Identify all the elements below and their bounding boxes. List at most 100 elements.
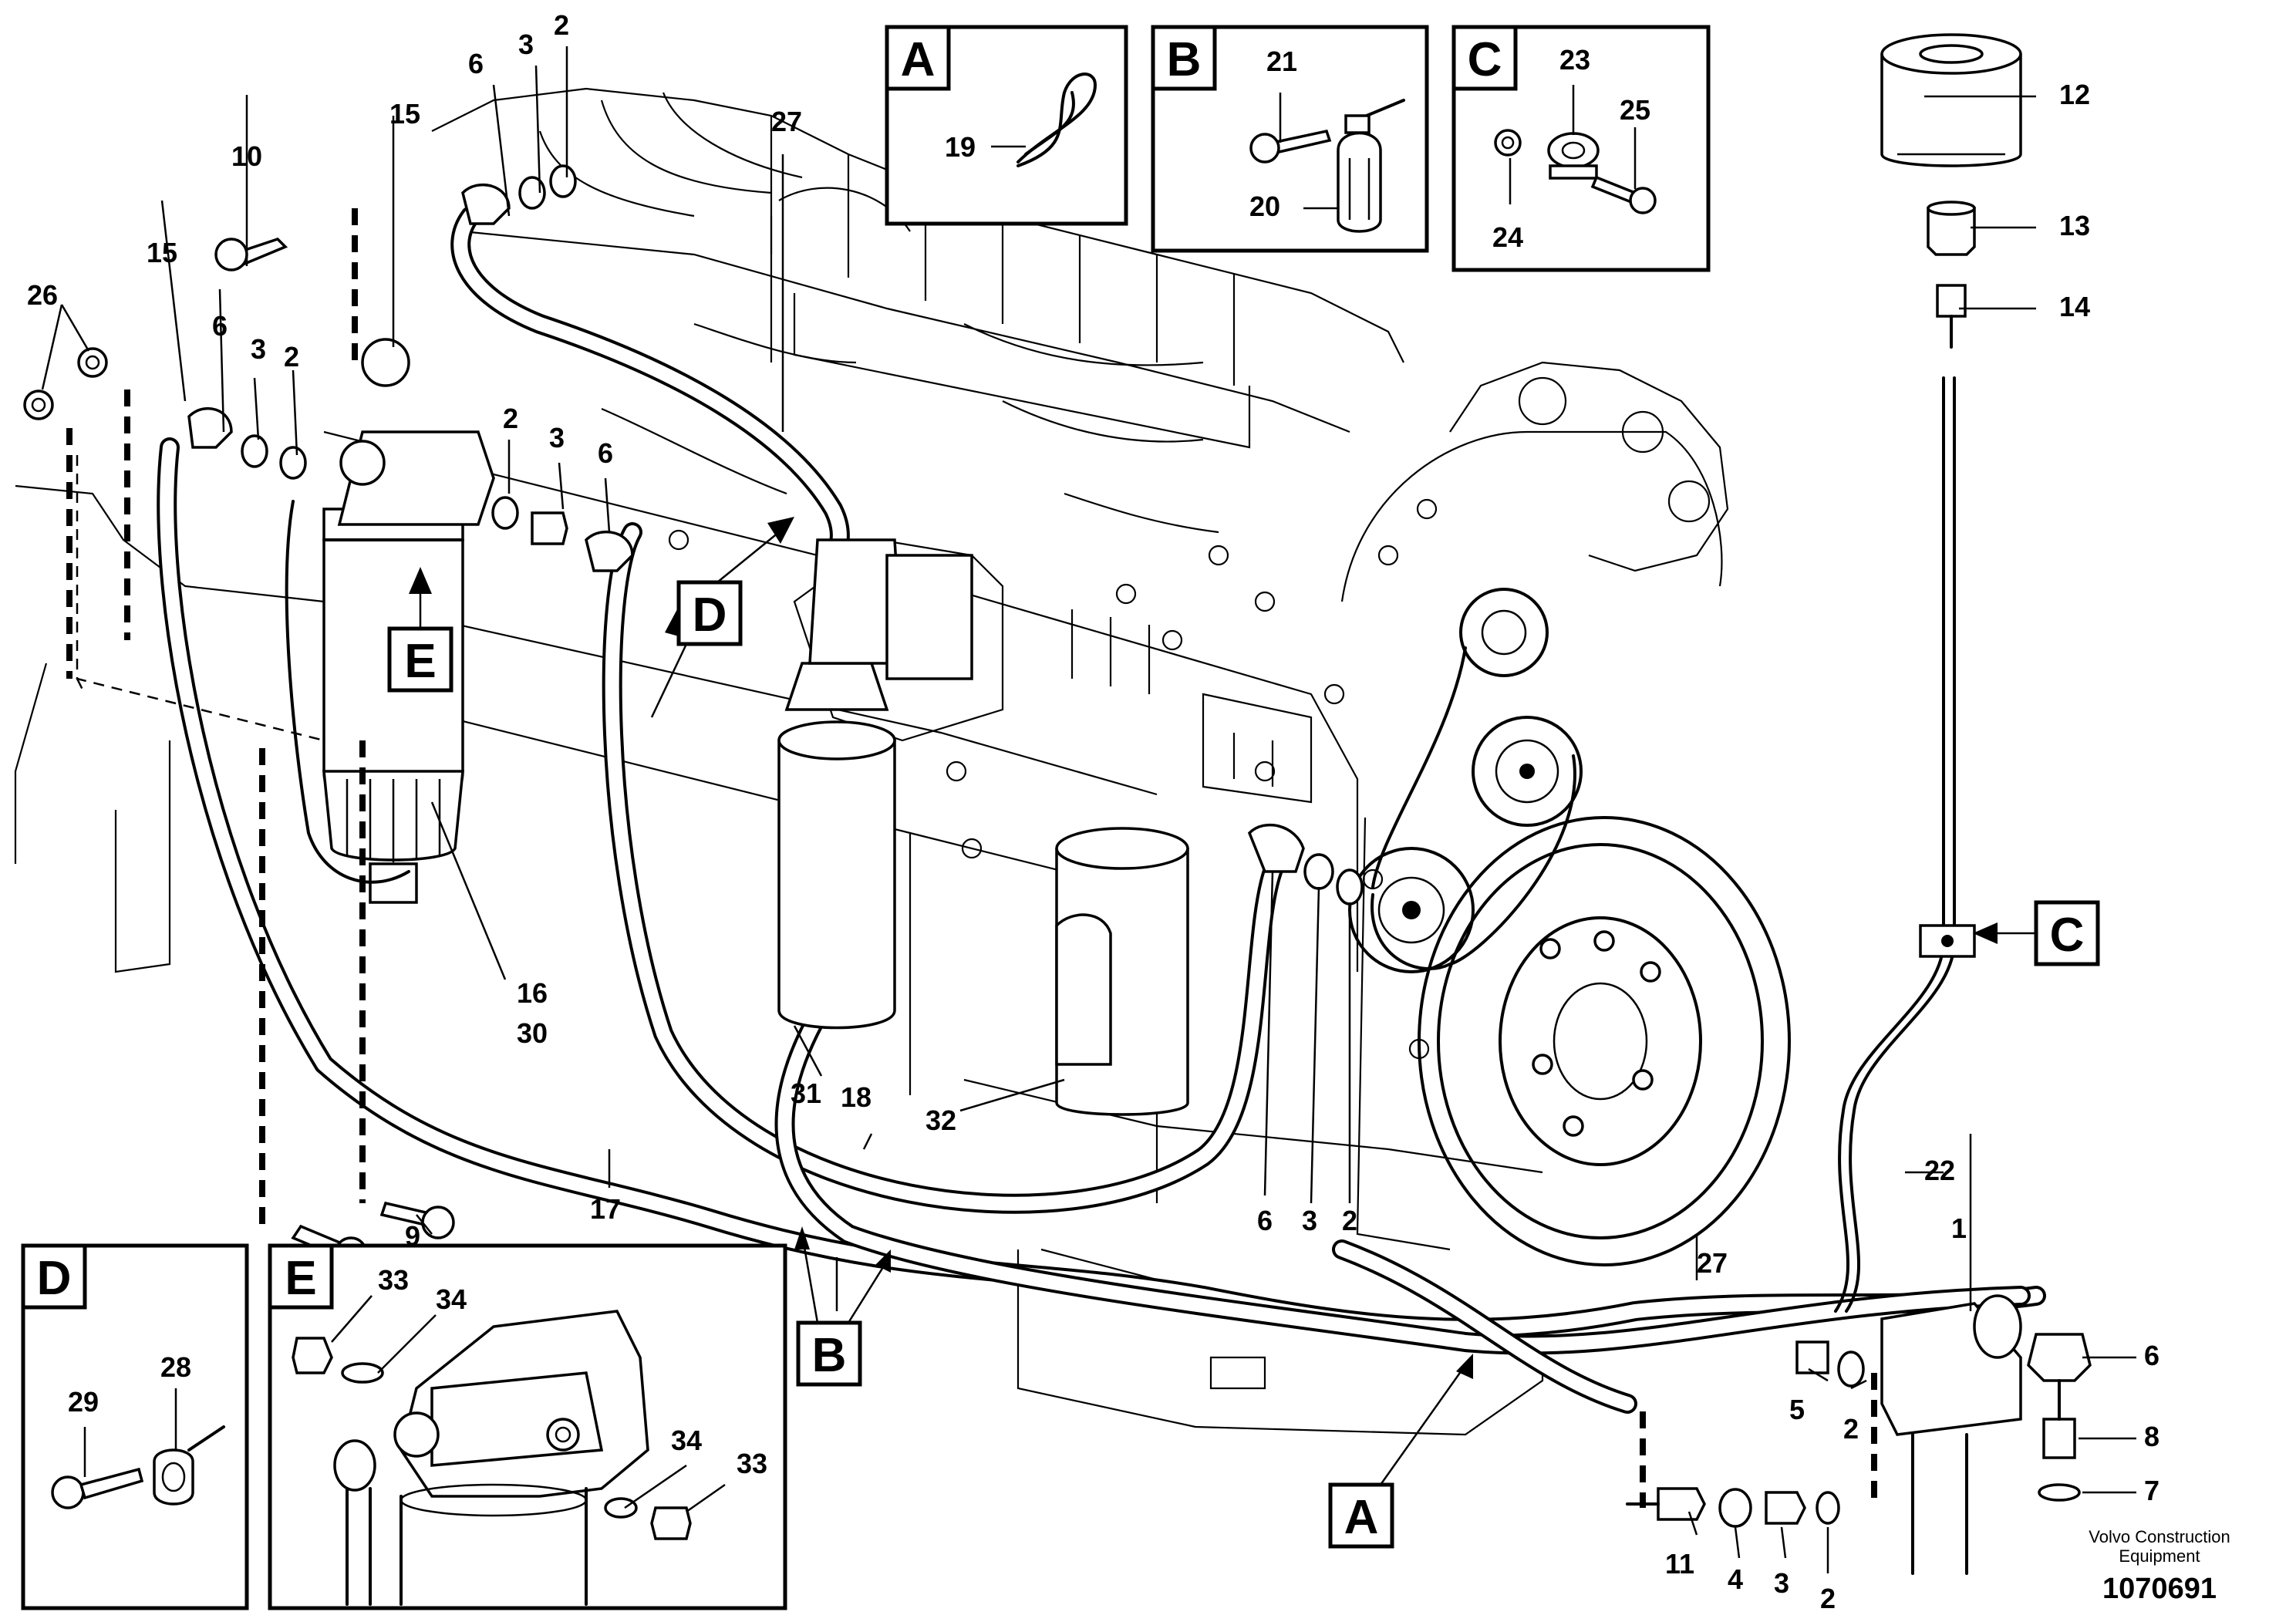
callout-2-bottom: 2 [1820,1583,1836,1614]
nipple-14 [1936,284,1967,349]
callout-11: 11 [1665,1548,1694,1580]
view-label-b: B [812,1329,847,1382]
callout-20: 20 [1249,191,1280,222]
view-pointer-b: B [794,1226,891,1387]
clip-20 [1337,99,1405,233]
detail-view-e: E 33 34 34 33 [268,1243,787,1610]
clip-28 [153,1425,225,1506]
callout-17: 17 [590,1193,621,1225]
callout-27-bottom: 27 [1697,1247,1728,1279]
callout-12: 12 [2059,79,2090,110]
view-label-c: C [2050,909,2085,962]
dashed-assembly-lines [66,208,1877,1508]
callout-33-top: 33 [378,1264,409,1296]
bolt-25 [1590,175,1657,214]
callout-3-left: 3 [251,333,266,365]
fitting-cluster-mid [1247,823,1364,905]
engine-block-outline [14,87,1729,1436]
detail-view-b: B 21 20 [1151,25,1429,253]
plug-33-bottom [604,1497,692,1540]
line-22 [1834,376,1956,1313]
fitting-cluster-left [187,407,307,480]
callout-19: 19 [945,131,976,163]
callout-23: 23 [1559,44,1590,76]
detail-a-label: A [901,33,936,86]
vent-filter-12 [1880,33,2022,167]
line-clamp-c [1919,924,1976,958]
callout-3-top: 3 [518,29,534,60]
callout-21: 21 [1266,46,1297,77]
fuel-filter-water-separator-16 [285,338,495,904]
callout-7: 7 [2144,1475,2159,1506]
cable-tie-19 [1017,73,1097,167]
view-pointer-d: D [650,517,794,718]
callout-3-filter: 3 [549,422,565,454]
fitting-cluster-filter-right [491,496,634,572]
callout-24: 24 [1492,221,1523,253]
detail-d-label: D [37,1252,72,1305]
callout-26: 26 [27,279,58,311]
view-pointer-c: C [1973,900,2100,966]
callout-6-filter: 6 [598,437,613,469]
plug-33-top [292,1337,384,1384]
callout-1: 1 [1951,1212,1967,1244]
callout-18: 18 [841,1081,872,1113]
hose-18 [602,522,1290,1214]
callout-13: 13 [2059,210,2090,241]
adapter-13 [1927,201,1976,256]
detail-b-label: B [1167,33,1202,86]
callout-4: 4 [1728,1563,1743,1595]
callout-34-top: 34 [436,1283,467,1315]
callout-6-right: 6 [2144,1340,2159,1371]
fitting-5-seal-2 [1795,1340,1865,1388]
callout-6-mid: 6 [1257,1205,1273,1236]
callout-5: 5 [1789,1394,1805,1425]
view-label-e: E [404,635,436,688]
callout-15-left: 15 [147,237,177,268]
callout-15-top: 15 [389,98,420,130]
company-name-line2: Equipment [2119,1546,2200,1566]
view-label-d: D [693,588,727,642]
drawing-number: 1070691 [2102,1573,2217,1605]
callout-6-top: 6 [468,48,484,79]
elbow-fitting-1 [1880,1294,2022,1575]
callout-2-mid: 2 [1342,1205,1357,1236]
bolt-29 [51,1467,144,1509]
title-block: Volvo Construction Equipment 1070691 [2089,1527,2230,1605]
detail-view-a: A 19 [885,25,1128,226]
callout-3-bottom: 3 [1774,1567,1789,1599]
filter-head-detail [333,1310,649,1606]
callout-2-elbow: 2 [1843,1413,1859,1445]
callout-28: 28 [160,1351,191,1383]
callout-labels: 1 12 13 14 22 6 8 7 5 2 11 4 3 2 27 6 3 … [27,9,2159,1614]
callout-31: 31 [791,1077,821,1109]
callout-2-left: 2 [284,341,299,373]
view-pointer-a: A [1328,1354,1473,1549]
callout-2-filter: 2 [503,403,518,434]
callout-29: 29 [68,1386,99,1418]
callout-6-left: 6 [212,310,228,342]
fuel-filter-31 [777,538,973,1030]
callout-14: 14 [2059,291,2090,322]
view-pointer-e: E [387,567,453,693]
leader-lines [41,46,2136,1573]
callout-34-bottom: 34 [671,1425,702,1456]
pulley-belt-assembly [1348,588,1583,973]
company-name-line1: Volvo Construction [2089,1527,2230,1546]
block-bolts [668,498,1438,1060]
callout-3-mid: 3 [1302,1205,1317,1236]
hose-27 [450,206,2031,1355]
bolt-21 [1249,129,1332,164]
callout-25: 25 [1620,94,1650,126]
callout-10: 10 [231,140,262,172]
detail-view-c: C 23 25 24 [1451,25,1711,272]
fitting-stack-right [2027,1333,2092,1502]
callout-33-bottom: 33 [737,1448,767,1479]
flywheel-damper [1418,816,1791,1266]
fitting-cluster-top [461,164,577,225]
oil-filter-32 [1055,827,1189,1116]
callout-16: 16 [517,977,548,1009]
detail-view-d: D 29 28 [21,1243,249,1610]
detail-c-label: C [1468,33,1502,86]
